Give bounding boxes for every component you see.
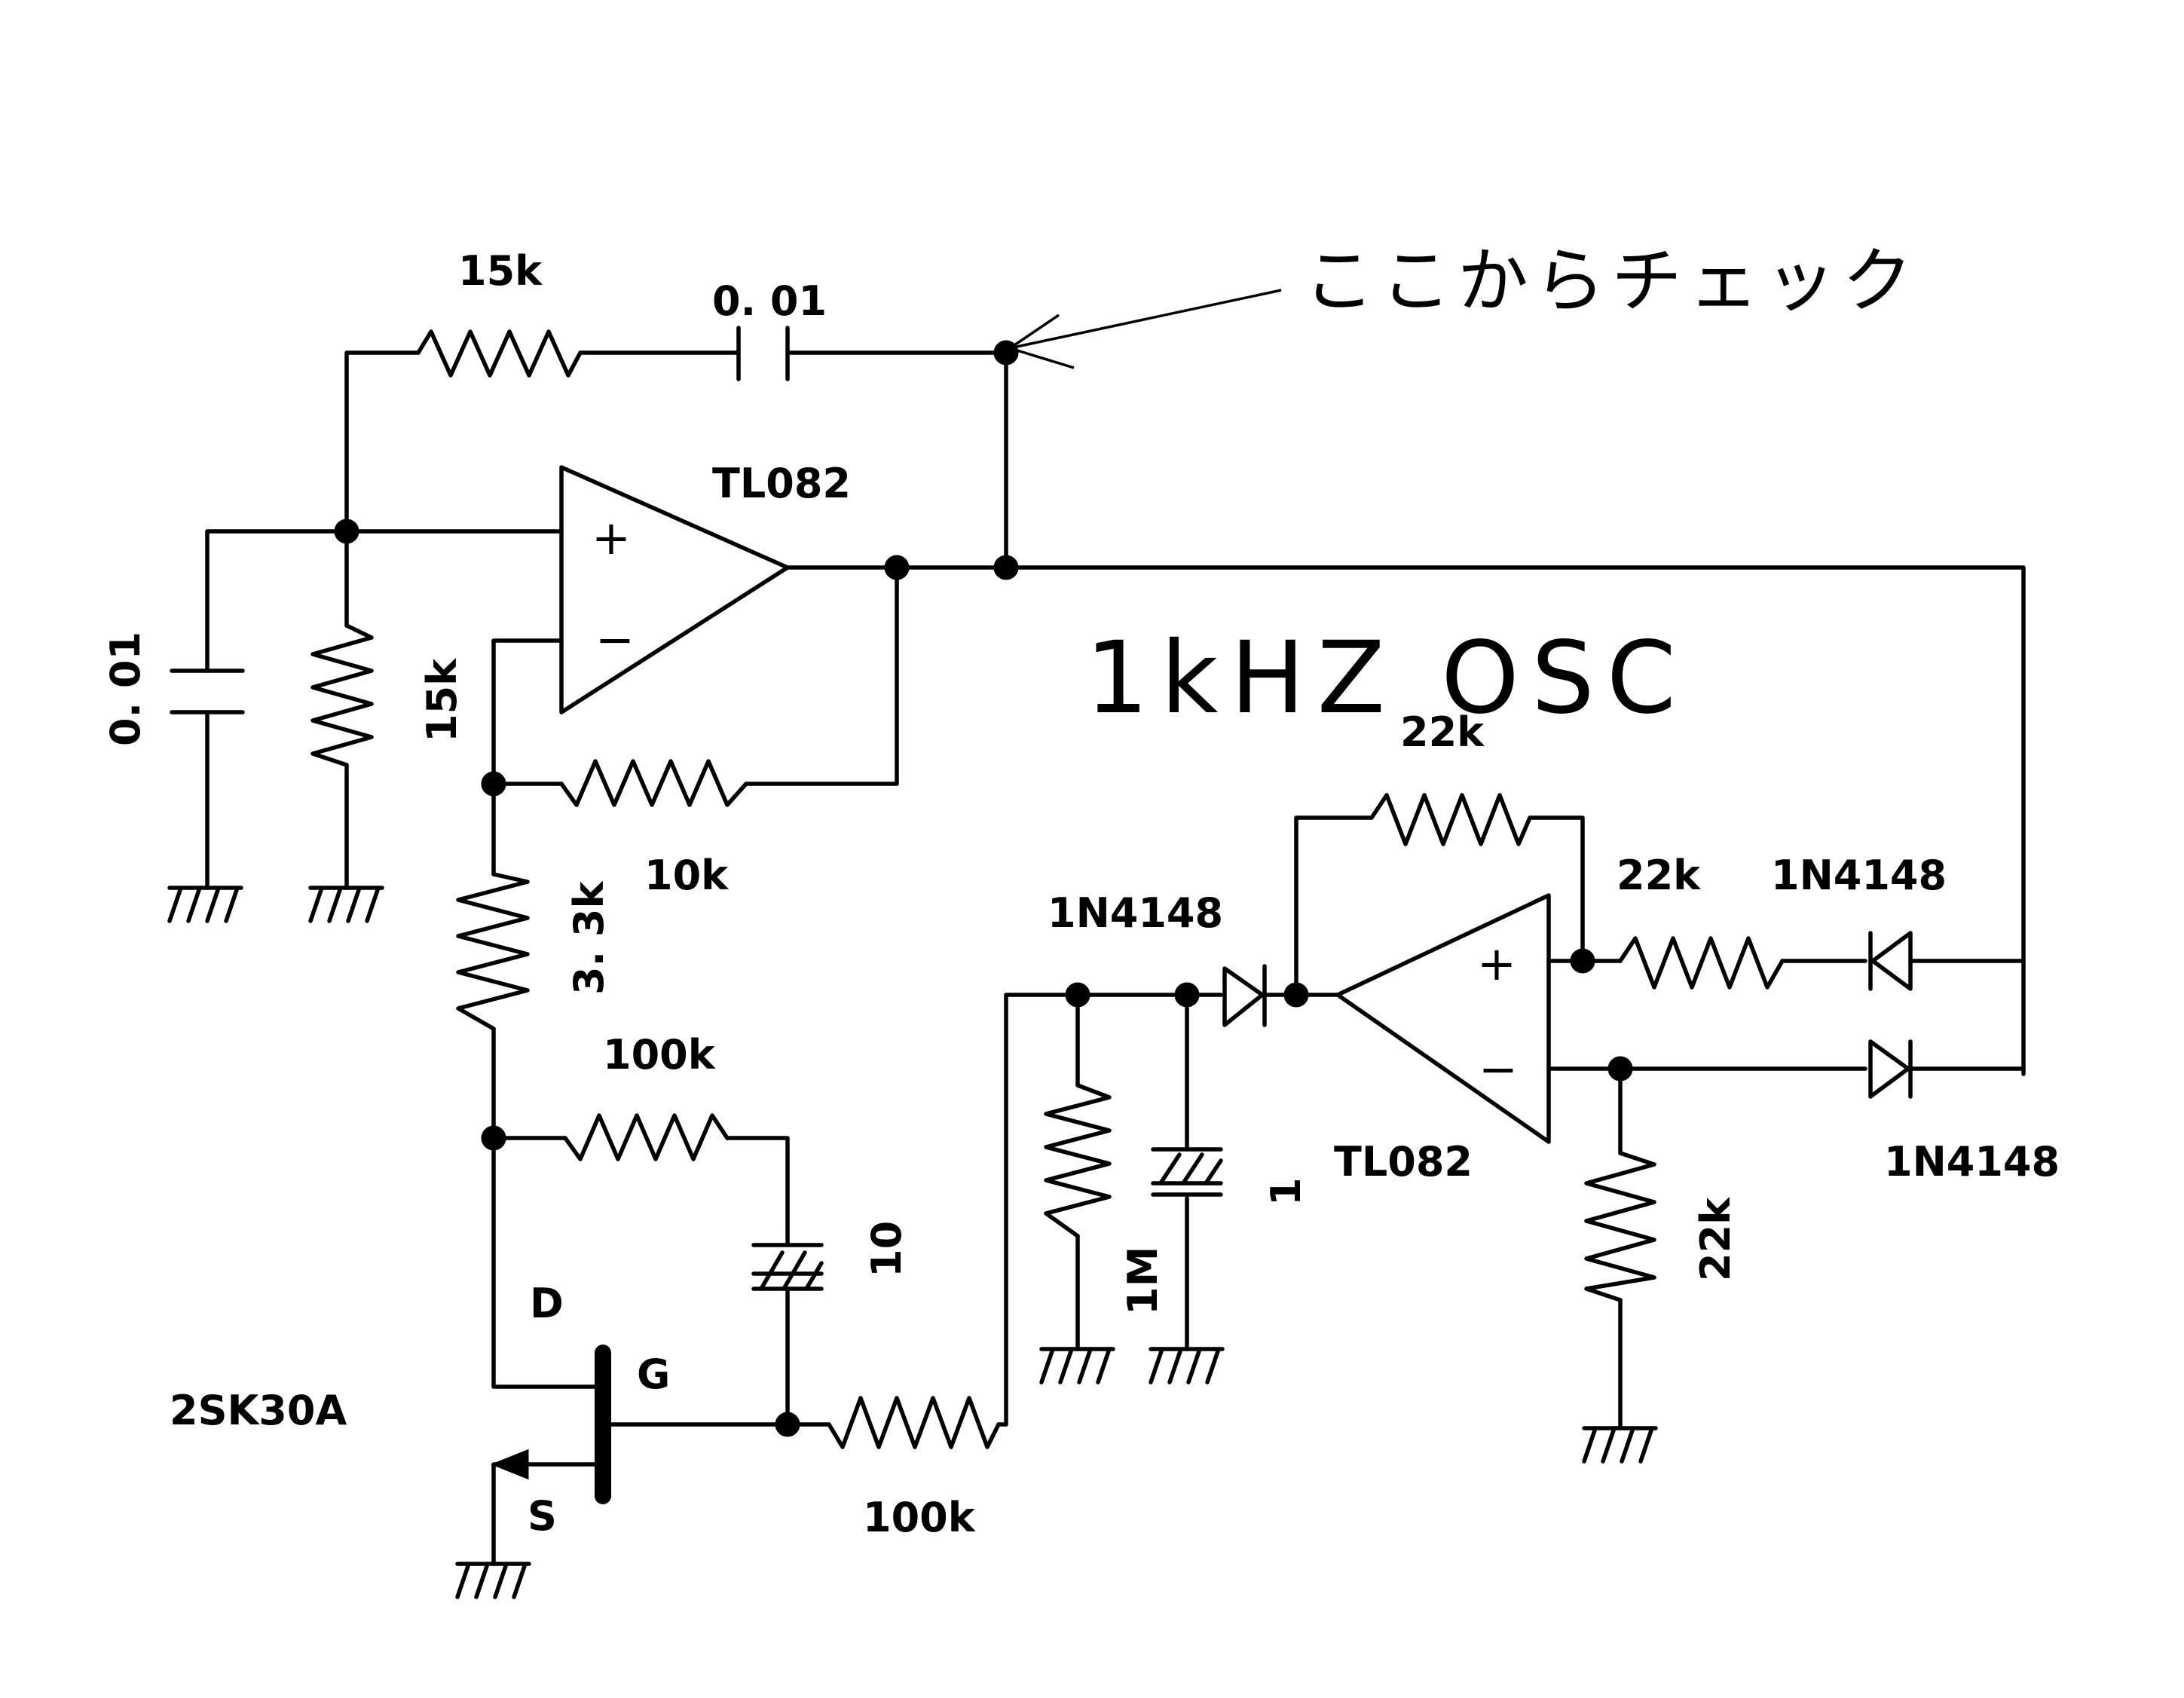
u1-plus-sign: +: [592, 510, 631, 565]
r-100k-bottom-label: 100k: [863, 1494, 976, 1541]
capacitor-1-electrolytic: [1151, 1136, 1223, 1197]
r-10k-label: 10k: [644, 852, 729, 899]
resistor-15k-top: [416, 329, 583, 378]
r-22k-feedback-label: 22k: [1400, 708, 1485, 756]
diode-top-1n4148: [1868, 931, 1913, 991]
resistor-100k-bottom: [827, 1396, 1001, 1449]
r-22k-ground-label: 22k: [1692, 1197, 1739, 1281]
c-0-01-top-label: 0. 01: [712, 277, 827, 325]
diode-bottom-label: 1N4148: [1884, 1138, 2060, 1186]
c-10-label: 10: [863, 1221, 910, 1277]
ground-icon: [308, 886, 384, 923]
r-100k-mid-label: 100k: [603, 1031, 716, 1078]
fet-source-label: S: [528, 1492, 557, 1540]
resistor-22k-input: [1618, 936, 1785, 990]
u2-label: TL082: [1334, 1138, 1473, 1186]
c-0-01-left-label: 0. 01: [102, 632, 149, 746]
capacitor-0-01-left: [170, 668, 245, 714]
r-15k-left-label: 15k: [418, 658, 466, 742]
ground-icon: [455, 1562, 531, 1599]
ground-icon: [1582, 1426, 1658, 1464]
u1-minus-sign: −: [595, 612, 635, 667]
r-15k-top-label: 15k: [458, 247, 543, 295]
junction-dots: [334, 340, 1633, 1437]
resistor-22k-ground: [1584, 1151, 1656, 1302]
r-1m-label: 1M: [1119, 1247, 1167, 1315]
ground-icon: [1149, 1347, 1225, 1384]
opamp-u2: + −: [1335, 893, 1551, 1144]
wires: [205, 350, 2026, 1566]
resistor-3-3k: [456, 872, 530, 1031]
resistor-100k-mid: [563, 1113, 730, 1161]
resistor-15k-left: [310, 623, 374, 767]
fet-2sk30a: [490, 1345, 611, 1504]
u2-plus-sign: +: [1477, 936, 1516, 991]
check-from-here-label: ここからチェック: [1304, 240, 1919, 323]
capacitor-0-01-top: [736, 326, 790, 381]
resistor-22k-feedback: [1369, 793, 1532, 846]
fet-drain-label: D: [530, 1280, 564, 1327]
fet-gate-label: G: [637, 1351, 670, 1398]
u1-label: TL082: [712, 460, 851, 507]
ground-icon: [1039, 1347, 1115, 1384]
capacitor-10-electrolytic: [751, 1226, 824, 1291]
c-1-label: 1: [1262, 1177, 1310, 1206]
fet-part-label: 2SK30A: [170, 1387, 347, 1434]
ground-symbols: [167, 886, 1658, 1599]
r-3-3k-label: 3. 3k: [565, 881, 613, 995]
u2-minus-sign: −: [1479, 1042, 1518, 1097]
resistor-1m: [1044, 1083, 1112, 1238]
ground-icon: [167, 886, 243, 923]
diagram-title: 1kHZ OSC: [1085, 620, 1688, 736]
r-22k-input-label: 22k: [1617, 852, 1701, 899]
resistor-10k: [559, 759, 748, 807]
diode-top-label: 1N4148: [1771, 852, 1947, 899]
diode-bottom-1n4148: [1868, 1039, 1913, 1099]
check-arrow: [1009, 289, 1282, 369]
diode-rectifier-label: 1N4148: [1048, 889, 1223, 937]
diode-rectifier: [1222, 964, 1267, 1027]
opamp-u1: + −: [559, 465, 790, 714]
